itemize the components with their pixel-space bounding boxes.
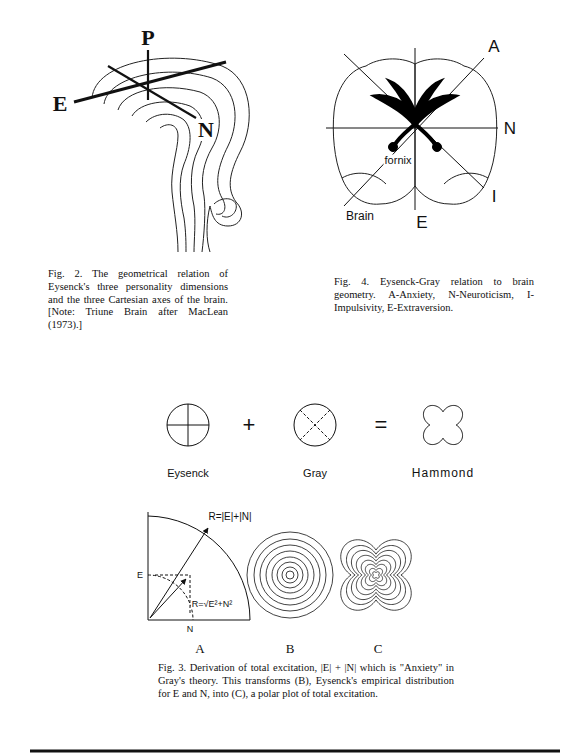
contour-lobe — [341, 540, 411, 610]
contour-ring — [254, 539, 326, 611]
axis-letter: E — [136, 571, 144, 580]
contour-ring — [266, 551, 314, 599]
contour-lobe — [373, 572, 380, 579]
axis-letter: N — [197, 119, 215, 141]
axis-letter: E — [52, 93, 69, 115]
axis-letter: E — [415, 214, 428, 231]
theory-label: Eysenck — [166, 468, 210, 479]
operator-sign: + — [242, 414, 257, 436]
axis-letter: I — [491, 188, 498, 205]
contour-ring — [260, 545, 320, 605]
contour-ring — [247, 532, 333, 618]
triune-brain — [92, 58, 249, 252]
theory-label: Hammond — [411, 467, 475, 479]
axis-letter: P — [140, 27, 155, 49]
theory-label: Gray — [302, 468, 328, 479]
axis-letter: A — [487, 38, 500, 55]
contour-ring — [272, 557, 308, 593]
panel-letter: B — [285, 642, 296, 655]
contour-lobe — [356, 555, 395, 594]
contour-ring — [286, 571, 294, 579]
figure-label: Brain — [345, 210, 375, 222]
brain-axes — [326, 48, 498, 210]
operator-sign: = — [374, 414, 389, 436]
contour-lobe — [369, 568, 382, 581]
contour-ring — [277, 562, 303, 588]
contour-ring — [282, 567, 298, 583]
fornix-shape — [374, 80, 456, 152]
formula-label: R=|E|+|N| — [207, 512, 252, 522]
derivation-plot — [148, 512, 250, 620]
panel-letter: A — [194, 642, 205, 655]
figure-caption: Fig. 3. Derivation of total excitation, … — [158, 662, 454, 700]
personality-axes — [74, 50, 226, 118]
figure-caption: Fig. 2. The geometrical relation of Eyse… — [48, 268, 228, 332]
contour-lobe — [351, 550, 400, 599]
contour-lobe — [365, 564, 386, 585]
distribution-contours — [247, 532, 333, 618]
contour-lobe — [361, 560, 391, 590]
excitation-contours — [341, 540, 411, 610]
axis-letter: N — [186, 625, 195, 634]
combination-symbols — [167, 404, 463, 446]
figure-caption: Fig. 4. Eysenck-Gray relation to brain g… — [334, 276, 534, 314]
panel-letter: C — [373, 642, 384, 655]
structure-label: fornix — [384, 155, 413, 166]
contour-lobe — [346, 545, 405, 604]
axis-letter: N — [503, 120, 517, 137]
page-edge — [30, 750, 560, 753]
formula-label: R=√E²+N² — [191, 600, 233, 609]
